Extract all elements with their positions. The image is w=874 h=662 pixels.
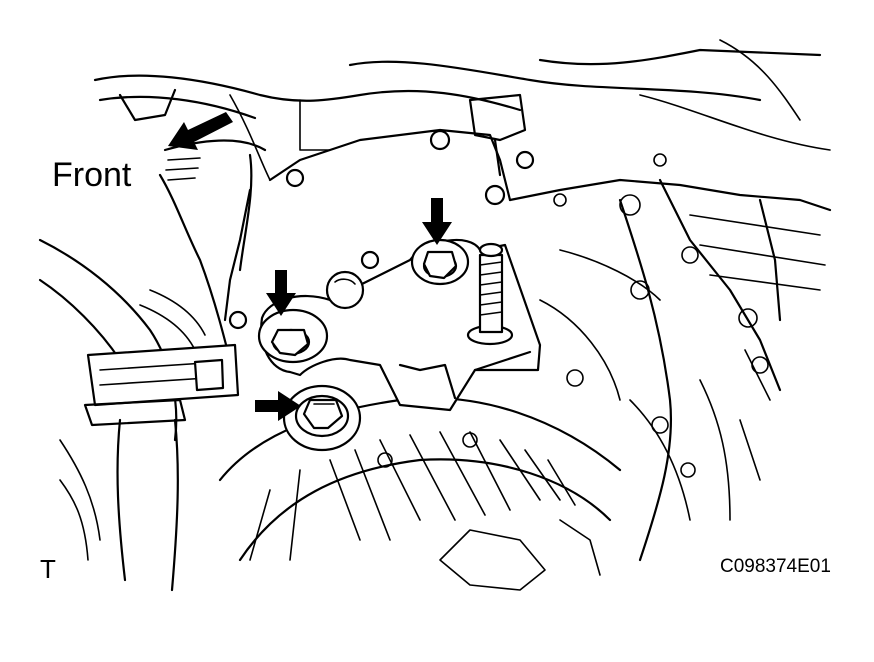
stud-bolt	[466, 242, 514, 346]
mount-bolt-upper-right	[410, 238, 470, 286]
mount-bolt-lower	[282, 384, 362, 452]
engine-mount-bracket	[260, 238, 542, 412]
view-marker-label: T	[40, 554, 56, 584]
figure-code-label: C098374E01	[720, 556, 831, 577]
mount-bolt-upper-left	[257, 308, 329, 364]
bolt-arrow-lower	[255, 391, 301, 421]
background-structure	[38, 39, 832, 592]
bolt-arrow-upper-left	[266, 270, 296, 316]
front-label: Front	[52, 156, 132, 194]
front-direction-arrow	[168, 112, 233, 150]
bolt-arrow-upper-right	[422, 198, 452, 245]
